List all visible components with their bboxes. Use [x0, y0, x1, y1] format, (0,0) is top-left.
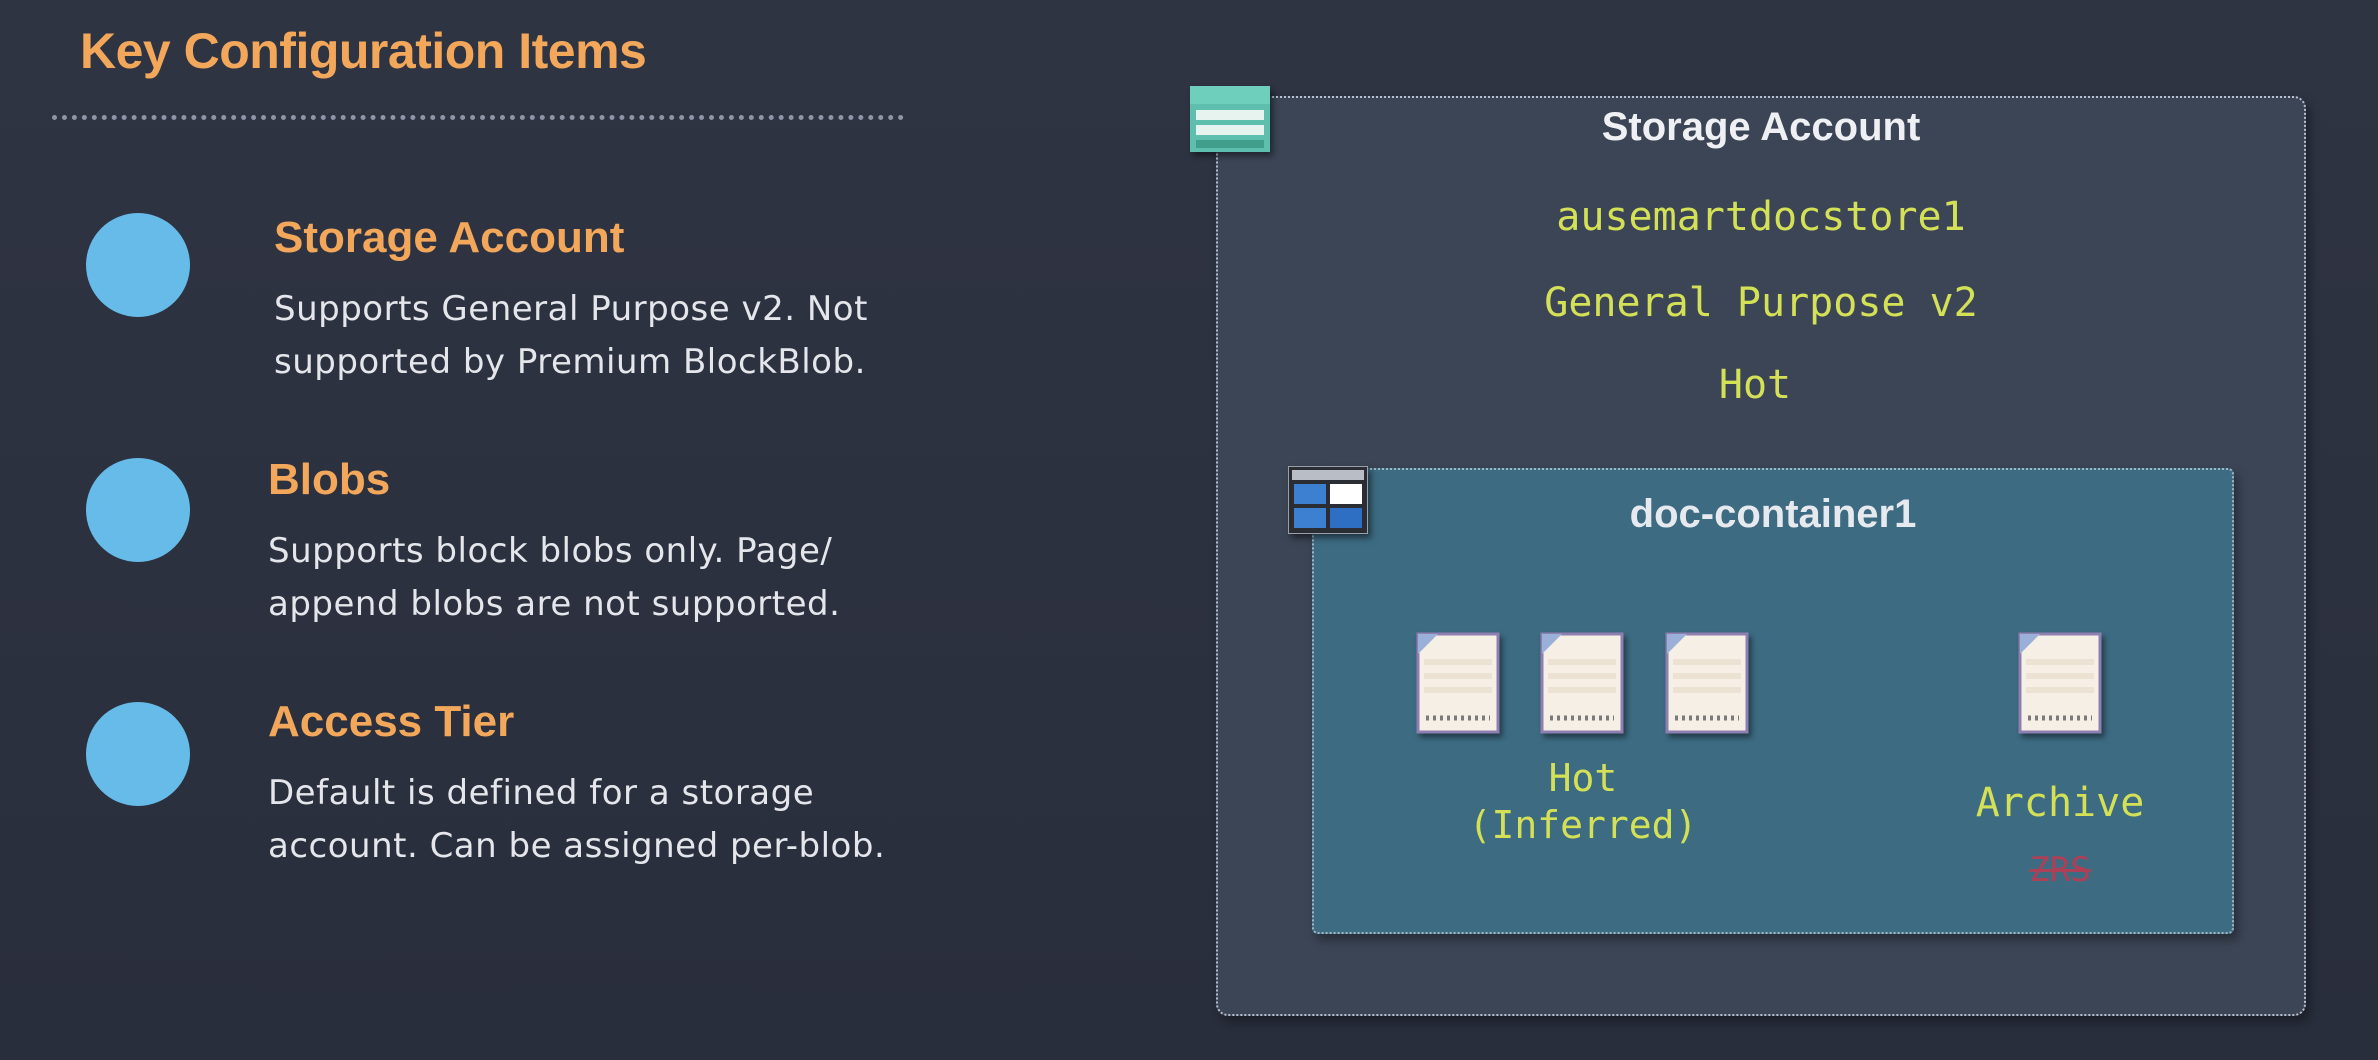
storage-account-tier: Hot [1718, 362, 1792, 408]
inferred-label: (Inferred) [1468, 803, 1698, 847]
item-desc-blobs: Supports block blobs only. Page/ append … [268, 531, 841, 624]
item-title-blobs: Blobs [268, 455, 391, 504]
bullet-circle-storage-account [86, 213, 190, 317]
bullet-circle-blobs [86, 458, 190, 562]
document-icon [1665, 632, 1749, 734]
storage-account-kind: General Purpose v2 [1544, 280, 1978, 326]
item-desc-storage-account: Supports General Purpose v2. Not support… [274, 289, 868, 382]
hot-label: Hot [1548, 756, 1618, 800]
storage-account-name: ausemartdocstore1 [1556, 194, 1966, 240]
container-title: doc-container1 [1629, 492, 1917, 536]
item-title-storage-account: Storage Account [274, 213, 625, 262]
title-divider [52, 115, 904, 120]
document-icon [2018, 632, 2102, 734]
bullet-circle-access-tier [86, 702, 190, 806]
item-title-access-tier: Access Tier [268, 697, 515, 746]
document-icon [1540, 632, 1624, 734]
document-icon [1416, 632, 1500, 734]
blob-container-icon [1288, 466, 1368, 534]
archive-label: Archive [1975, 780, 2145, 826]
item-desc-access-tier: Default is defined for a storage account… [268, 773, 886, 866]
storage-account-icon [1190, 86, 1270, 152]
page-title: Key Configuration Items [80, 23, 647, 79]
storage-account-title: Storage Account [1601, 105, 1921, 149]
zrs-label-struck: ZRS [2029, 850, 2091, 890]
